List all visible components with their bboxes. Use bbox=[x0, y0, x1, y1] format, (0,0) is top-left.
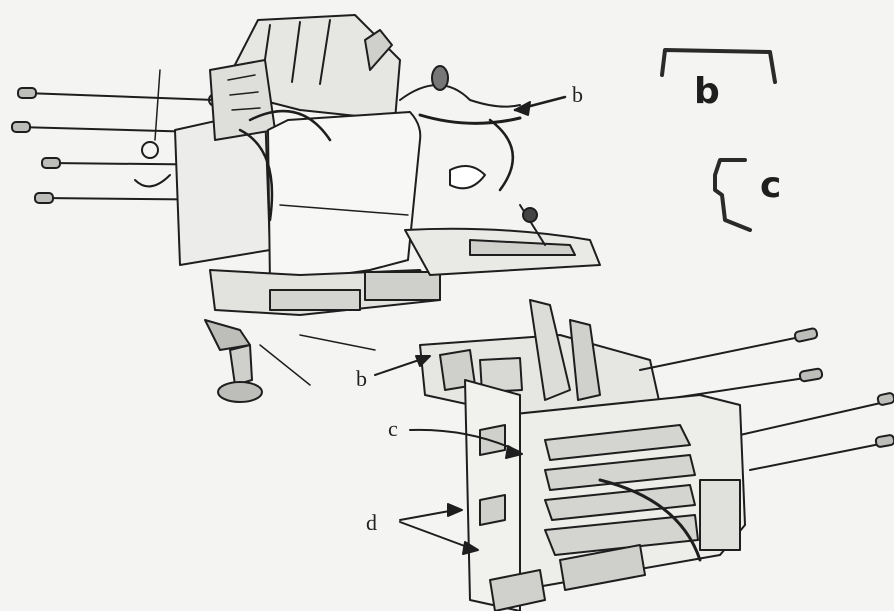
arrow-lower-c bbox=[409, 428, 523, 459]
label-lower-d: d bbox=[366, 510, 377, 535]
caption-part-b: b bbox=[694, 71, 720, 112]
upper-gun-assembly bbox=[11, 14, 601, 403]
label-lower-c: c bbox=[388, 416, 398, 441]
arrow-lower-d bbox=[399, 503, 479, 555]
caption-part-c: c bbox=[760, 165, 782, 206]
upper-front-shield bbox=[267, 111, 422, 286]
label-top-b: b bbox=[572, 82, 583, 107]
lower-barrels bbox=[639, 327, 894, 471]
lower-gun-assembly bbox=[419, 299, 894, 611]
part-c-detail bbox=[713, 158, 752, 232]
arrow-lower-b bbox=[374, 355, 431, 376]
label-lower-b: b bbox=[356, 366, 367, 391]
arrow-top-b bbox=[513, 95, 567, 116]
upper-barrels bbox=[11, 87, 259, 207]
upper-pedestal bbox=[229, 344, 253, 386]
part-b-detail bbox=[660, 48, 777, 84]
